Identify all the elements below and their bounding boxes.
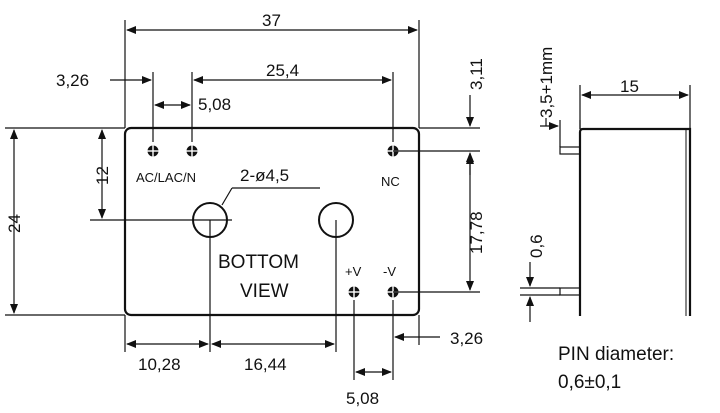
pin-diameter-title: PIN diameter: (558, 344, 674, 365)
dim-side-pin-length: 3,5+1mm (537, 47, 556, 118)
label-holes: 2-ø4,5 (240, 166, 289, 185)
label-plus-v: +V (345, 264, 362, 279)
pin-ac-right (184, 143, 200, 159)
dim-output-pin-spacing: 5,08 (346, 389, 379, 408)
dim-side-depth: 15 (620, 77, 639, 96)
label-minus-v: -V (383, 264, 396, 279)
dim-left-to-hole1: 10,28 (138, 355, 181, 374)
dim-left-to-hole: 12 (93, 166, 112, 185)
side-pin-top (559, 146, 581, 155)
label-bottom: BOTTOM (218, 252, 299, 273)
dim-pin-thickness: 0,6 (527, 234, 546, 258)
dim-overall-width: 37 (262, 11, 281, 30)
label-nc-pin: NC (381, 174, 400, 189)
label-ac-pins: AC/LAC/N (136, 170, 196, 185)
dim-height: 24 (5, 214, 24, 233)
side-pin-bottom (559, 287, 581, 296)
dim-output-offset: 3,26 (450, 329, 483, 348)
side-view-body (578, 127, 692, 316)
dim-ac-pin-spacing: 5,08 (198, 95, 231, 114)
pin-plus-v (346, 284, 362, 300)
dim-hole-spacing: 16,44 (244, 355, 287, 374)
module-outline (123, 126, 421, 317)
dim-top-to-ac: 3,11 (467, 58, 486, 90)
label-view: VIEW (240, 281, 289, 302)
pin-ac-left (145, 143, 161, 159)
dim-nc-to-output: 17,78 (467, 211, 486, 254)
pin-diameter-value: 0,6±0,1 (558, 372, 621, 393)
dim-ac-to-nc: 25,4 (266, 61, 299, 80)
dim-ac-offset: 3,26 (56, 71, 89, 90)
